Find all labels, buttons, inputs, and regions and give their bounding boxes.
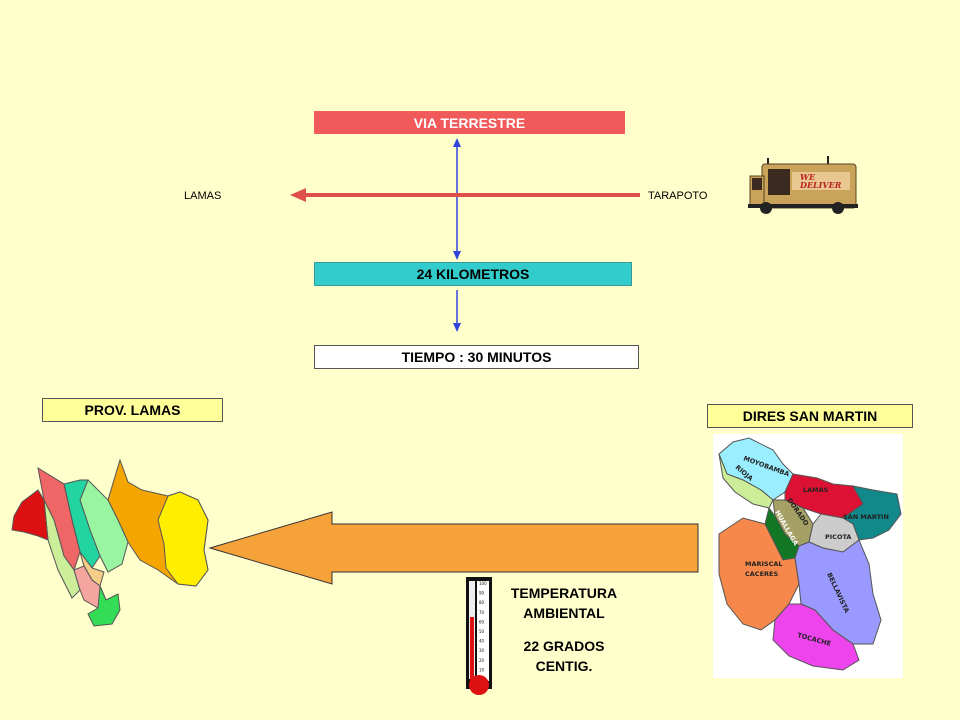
vertical-arrow-top — [453, 138, 461, 260]
thermometer-scale-label: 30 — [479, 648, 485, 653]
map-label-san-martin: SAN MARTIN — [843, 513, 889, 521]
temperature-label-line1: TEMPERATURA — [510, 585, 618, 601]
thermometer-scale-label: 90 — [479, 591, 485, 596]
horizontal-arrow — [290, 188, 640, 202]
big-arrow — [208, 511, 699, 585]
map-label-mariscal-1: MARISCAL — [745, 560, 783, 568]
thermometer-icon: 100 90 80 70 60 50 40 30 20 10 — [466, 577, 492, 695]
temperature-label-line2: AMBIENTAL — [523, 605, 605, 621]
province-label: PROV. LAMAS — [84, 402, 181, 418]
delivery-truck-image: WE DELIVER — [748, 156, 858, 214]
title-box: VIA TERRESTRE — [314, 111, 625, 134]
origin-label: TARAPOTO — [648, 190, 708, 202]
dires-label-box: DIRES SAN MARTIN — [707, 404, 913, 428]
thermometer-scale-label: 70 — [479, 610, 485, 615]
distance-text: 24 KILOMETROS — [416, 266, 530, 282]
province-lamas-map — [11, 458, 209, 627]
truck-text-we: WE — [800, 172, 816, 182]
thermometer-scale-label: 100 — [479, 581, 487, 586]
temperature-value-line1: 22 GRADOS — [523, 638, 605, 654]
dires-label: DIRES SAN MARTIN — [742, 408, 878, 424]
thermometer-scale-label: 80 — [479, 600, 485, 605]
province-label-box: PROV. LAMAS — [42, 398, 223, 422]
map-label-picota: PICOTA — [825, 533, 851, 541]
map-label-mariscal-2: CACERES — [745, 570, 778, 578]
destination-label: LAMAS — [184, 190, 222, 202]
distance-box: 24 KILOMETROS — [314, 262, 632, 286]
map-label-lamas: LAMAS — [803, 486, 829, 494]
truck-text-deliver: DELIVER — [799, 180, 842, 190]
thermometer-scale-label: 60 — [479, 619, 485, 624]
thermometer-scale-label: 10 — [479, 667, 485, 672]
dires-san-martin-map: MOYOBAMBA RIOJA LAMAS DORADO HUALLAGA SA… — [713, 434, 903, 678]
time-text: TIEMPO : 30 MINUTOS — [401, 349, 552, 365]
temperature-value: 22 GRADOS CENTIG. — [494, 636, 634, 676]
temperature-label: TEMPERATURA AMBIENTAL — [494, 583, 634, 623]
thermometer-scale-label: 20 — [479, 658, 485, 663]
vertical-arrow-bottom — [453, 290, 461, 332]
thermometer-scale-label: 50 — [479, 629, 485, 634]
temperature-value-line2: CENTIG. — [535, 658, 593, 674]
thermometer-scale-label: 40 — [479, 639, 485, 644]
time-box: TIEMPO : 30 MINUTOS — [314, 345, 639, 369]
title-text: VIA TERRESTRE — [413, 114, 526, 131]
